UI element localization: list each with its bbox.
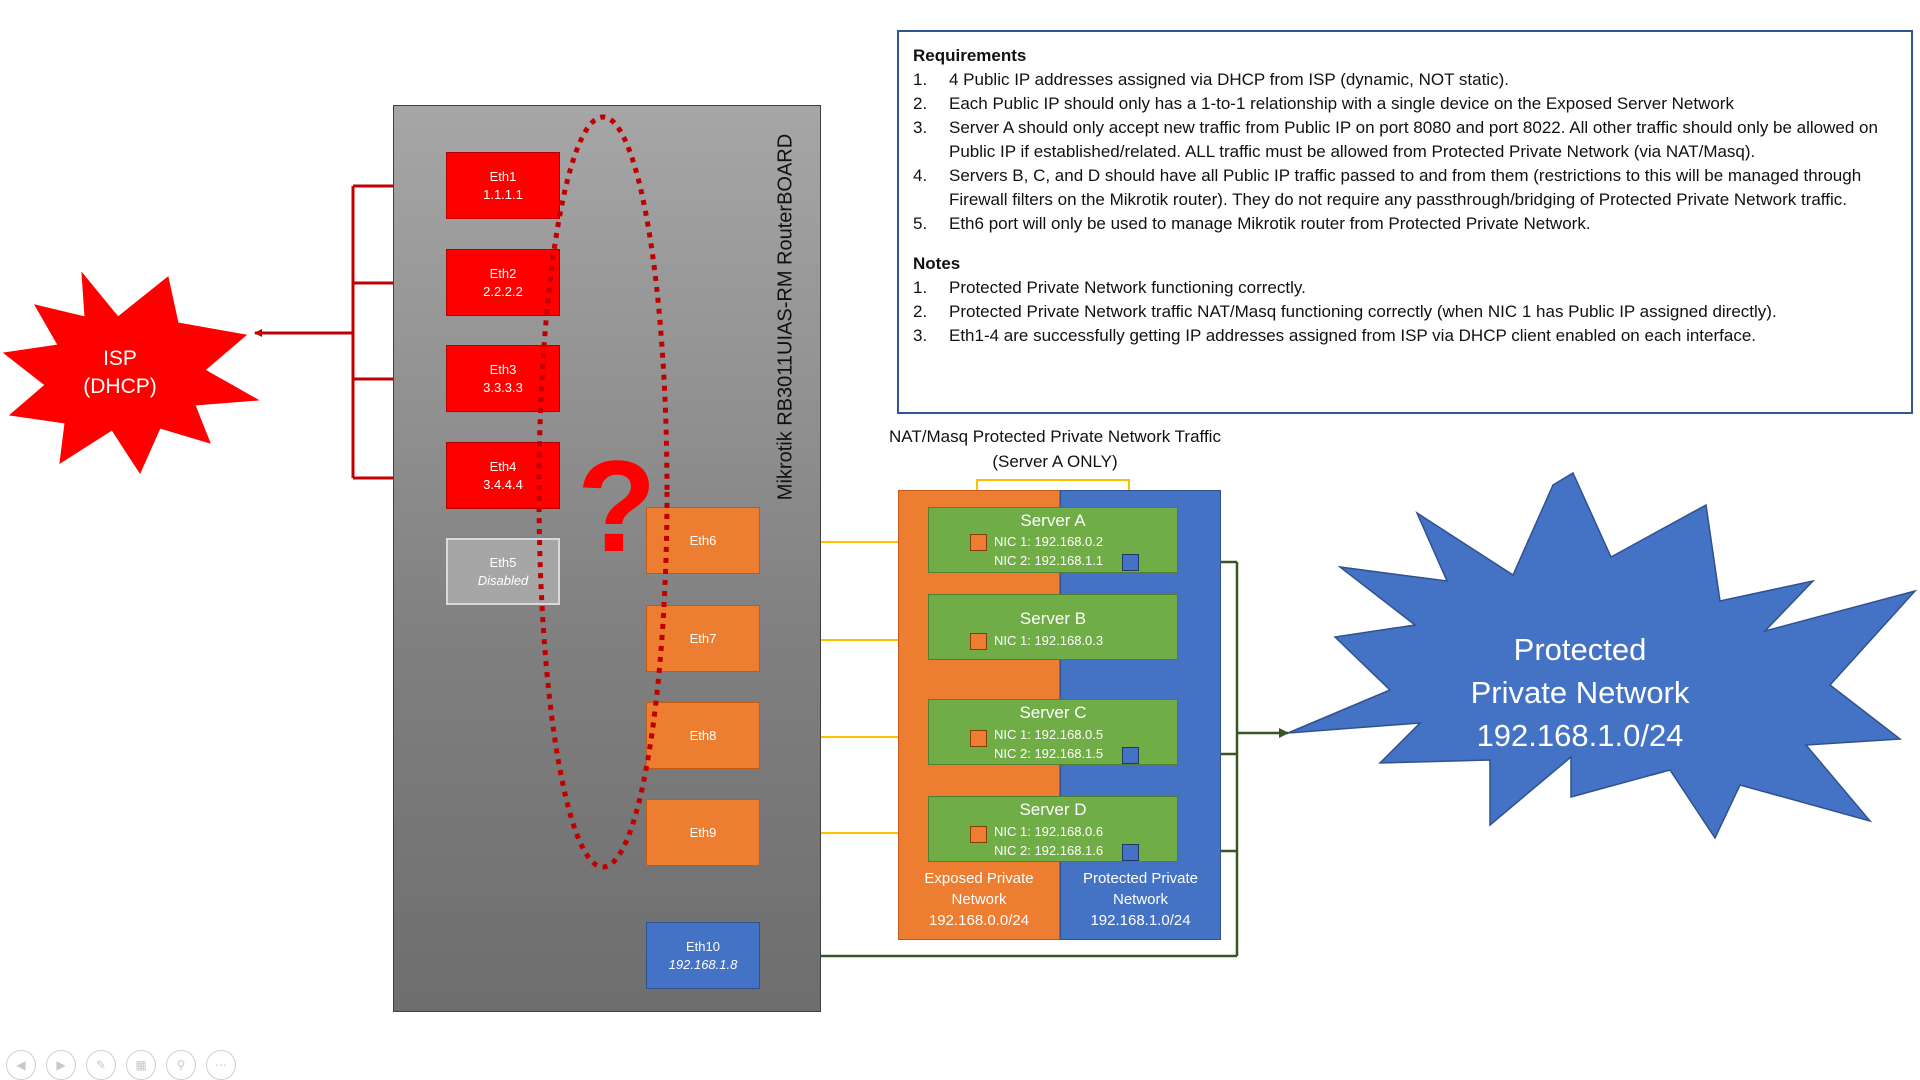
- more-options-icon[interactable]: ⋯: [206, 1050, 236, 1080]
- protected-network-label-large: Protected Private Network 192.168.1.0/24: [1470, 632, 1690, 753]
- server-b-nic1: NIC 1: 192.168.0.3: [994, 633, 1104, 648]
- exposed-network-label: Exposed Private Network 192.168.0.0/24: [924, 870, 1034, 929]
- port-eth3-name: Eth3: [489, 361, 517, 377]
- zoom-icon[interactable]: ⚲: [166, 1050, 196, 1080]
- nat-caption-line2: (Server A ONLY): [992, 452, 1118, 471]
- server-d-nic2: NIC 2: 192.168.1.6: [994, 843, 1104, 858]
- port-eth5-status: Disabled: [477, 572, 529, 588]
- note-item: 2.Protected Private Network traffic NAT/…: [913, 302, 1777, 321]
- requirement-item: 5.Eth6 port will only be used to manage …: [913, 214, 1591, 233]
- router-title: Mikrotik RB3011UIAS-RM RouterBOARD: [774, 133, 797, 501]
- port-eth10[interactable]: Eth10 192.168.1.8: [646, 922, 760, 989]
- isp-label-title: ISP: [103, 347, 137, 370]
- server-c-nic1-port: [970, 730, 987, 747]
- server-b-nic1-port: [970, 633, 987, 650]
- requirement-item: 1.4 Public IP addresses assigned via DHC…: [913, 70, 1509, 89]
- server-a-nic2: NIC 2: 192.168.1.1: [994, 553, 1104, 568]
- slide-controls: ◀ ▶ ✎ ▦ ⚲ ⋯: [6, 1050, 236, 1080]
- note-item: 1.Protected Private Network functioning …: [913, 278, 1306, 297]
- server-d-name: Server D: [1019, 800, 1087, 819]
- port-eth9[interactable]: Eth9: [646, 799, 760, 866]
- next-slide-icon[interactable]: ▶: [46, 1050, 76, 1080]
- prev-slide-icon[interactable]: ◀: [6, 1050, 36, 1080]
- server-c-name: Server C: [1019, 703, 1087, 722]
- port-eth4-name: Eth4: [489, 458, 517, 474]
- port-eth10-name: Eth10: [686, 938, 720, 954]
- server-a-nic1: NIC 1: 192.168.0.2: [994, 534, 1104, 549]
- protected-network-label: Protected Private Network 192.168.1.0/24: [1082, 870, 1199, 929]
- protected-network-burst: [1287, 471, 1918, 840]
- port-eth6-name: Eth6: [689, 532, 717, 548]
- server-c[interactable]: Server C NIC 1: 192.168.0.5 NIC 2: 192.1…: [928, 699, 1178, 765]
- server-d-nic1-port: [970, 826, 987, 843]
- server-b-name: Server B: [1019, 609, 1087, 628]
- pen-icon[interactable]: ✎: [86, 1050, 116, 1080]
- port-eth10-ip: 192.168.1.8: [668, 956, 738, 972]
- nat-caption: NAT/Masq Protected Private Network Traff…: [850, 424, 1260, 474]
- slides-grid-icon[interactable]: ▦: [126, 1050, 156, 1080]
- notes-heading: Notes: [913, 254, 961, 273]
- unknown-config-ellipse: [536, 114, 670, 870]
- server-d[interactable]: Server D NIC 1: 192.168.0.6 NIC 2: 192.1…: [928, 796, 1178, 862]
- requirements-panel: Requirements 1.4 Public IP addresses ass…: [897, 30, 1913, 414]
- port-eth1-ip: 1.1.1.1: [483, 186, 523, 202]
- isp-label: ISP (DHCP): [55, 345, 185, 401]
- port-eth3-ip: 3.3.3.3: [483, 379, 523, 395]
- port-eth5-name: Eth5: [489, 554, 517, 570]
- port-eth9-name: Eth9: [689, 824, 717, 840]
- server-c-nic1: NIC 1: 192.168.0.5: [994, 727, 1104, 742]
- requirement-item: 4.Servers B, C, and D should have all Pu…: [913, 166, 1862, 209]
- notes-list: 1.Protected Private Network functioning …: [913, 276, 1897, 348]
- port-eth5[interactable]: Eth5 Disabled: [446, 538, 560, 605]
- requirements-list: 1.4 Public IP addresses assigned via DHC…: [913, 68, 1897, 236]
- server-c-nic2: NIC 2: 192.168.1.5: [994, 746, 1104, 761]
- port-eth1-name: Eth1: [489, 168, 517, 184]
- isp-label-subtitle: (DHCP): [83, 375, 157, 398]
- server-b[interactable]: Server B NIC 1: 192.168.0.3: [928, 594, 1178, 660]
- port-eth2-ip: 2.2.2.2: [483, 283, 523, 299]
- port-eth4-ip: 3.4.4.4: [483, 476, 523, 492]
- server-a-nic2-port: [1122, 554, 1139, 571]
- isp-burst: [2, 271, 260, 475]
- server-d-nic1: NIC 1: 192.168.0.6: [994, 824, 1104, 839]
- nat-caption-line1: NAT/Masq Protected Private Network Traff…: [889, 427, 1221, 446]
- port-eth7-name: Eth7: [689, 630, 717, 646]
- server-a-nic1-port: [970, 534, 987, 551]
- server-a[interactable]: Server A NIC 1: 192.168.0.2 NIC 2: 192.1…: [928, 507, 1178, 573]
- requirements-heading: Requirements: [913, 46, 1027, 65]
- port-eth1[interactable]: Eth1 1.1.1.1: [446, 152, 560, 219]
- question-mark: ?: [577, 433, 657, 579]
- port-eth2[interactable]: Eth2 2.2.2.2: [446, 249, 560, 316]
- server-d-nic2-port: [1122, 844, 1139, 861]
- port-eth8-name: Eth8: [689, 727, 717, 743]
- server-c-nic2-port: [1122, 747, 1139, 764]
- requirement-item: 3.Server A should only accept new traffi…: [913, 118, 1878, 161]
- server-a-name: Server A: [1020, 511, 1086, 530]
- note-item: 3.Eth1-4 are successfully getting IP add…: [913, 326, 1757, 345]
- port-eth8[interactable]: Eth8: [646, 702, 760, 769]
- port-eth2-name: Eth2: [489, 265, 517, 281]
- requirement-item: 2.Each Public IP should only has a 1-to-…: [913, 94, 1734, 113]
